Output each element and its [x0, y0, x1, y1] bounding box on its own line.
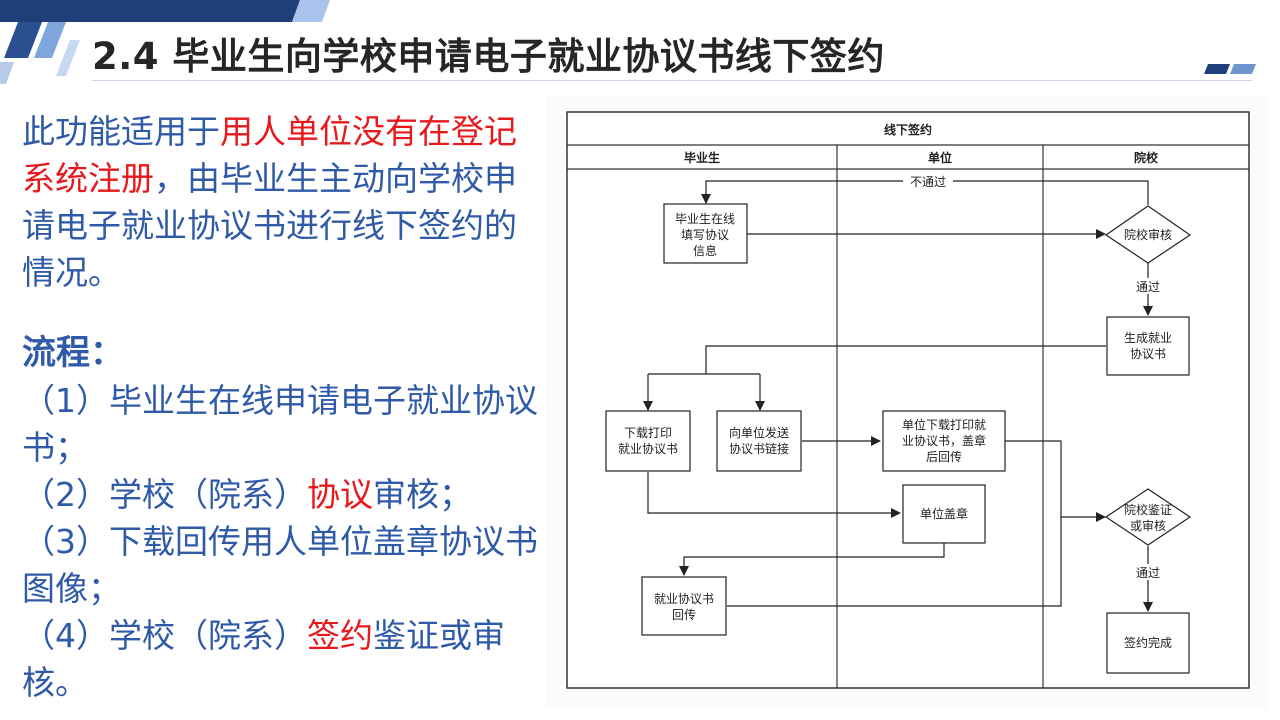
node-download-line2: 就业协议书 [618, 441, 678, 456]
pass2-label-bg [1130, 564, 1166, 580]
node-send-link: 向单位发送 协议书链接 [716, 410, 802, 472]
diagram-title: 线下签约 [884, 122, 932, 137]
step2-text-a: （2）学校（院系） [22, 475, 307, 514]
node-school-verify-line2: 或审核 [1130, 518, 1166, 533]
intro-text-2: ，由毕业生主动向学校申请电子就业协议书进行线下签约的情况。 [22, 159, 517, 292]
deco-bar-light [292, 0, 330, 22]
node-school-verify-line1: 院校鉴证 [1124, 502, 1172, 517]
node-fill-info-line2: 填写协议 [681, 227, 729, 242]
edge-generate-split [705, 345, 1106, 374]
node-generate-line2: 协议书 [1130, 346, 1166, 361]
node-send-link-line2: 协议书链接 [729, 441, 789, 456]
deco-mini-dark [1204, 64, 1230, 74]
intro-paragraph: 此功能适用于用人单位没有在登记系统注册，由毕业生主动向学校申请电子就业协议书进行… [22, 108, 540, 296]
lane-unit: 单位 [928, 150, 952, 165]
edge-download-to-stamp [647, 472, 901, 518]
edge-unit-to-verify [1005, 440, 1106, 522]
label-pass-1: 通过 [1136, 280, 1160, 294]
deco-slash-4 [0, 62, 14, 84]
node-fill-info-line1: 毕业生在线 [675, 212, 735, 226]
node-send-link-line1: 向单位发送 [729, 425, 789, 440]
intro-text-1: 此功能适用于 [22, 112, 220, 151]
intro-highlight: 用人单位没有在登记系统注册 [22, 112, 517, 198]
node-upload: 就业协议书 回传 [641, 576, 727, 636]
node-unit-stamp-label: 单位盖章 [920, 506, 968, 521]
step2-highlight: 协议 [307, 475, 373, 514]
flowchart-panel: 线下签约 毕业生 单位 院校 不通过 通过 通过 毕业生在线 填写协议 信息 院… [546, 96, 1268, 708]
description-panel: 此功能适用于用人单位没有在登记系统注册，由毕业生主动向学校申请电子就业协议书进行… [22, 108, 540, 706]
process-step-4: （4）学校（院系）签约鉴证或审核。 [22, 612, 540, 706]
node-generate: 生成就业 协议书 [1106, 316, 1190, 376]
node-unit-stamp: 单位盖章 [902, 484, 986, 544]
process-step-1: （1）毕业生在线申请电子就业协议书； [22, 381, 538, 467]
process-step-3: （3）下载回传用人单位盖章协议书图像； [22, 522, 538, 608]
node-school-review-label: 院校审核 [1124, 227, 1172, 242]
node-download-print: 下载打印 就业协议书 [605, 410, 691, 472]
pass1-label-bg [1130, 278, 1166, 294]
process-heading: 流程： [22, 333, 124, 373]
fail-label-bg [903, 174, 953, 188]
node-unit-download-line1: 单位下载打印就 [902, 417, 986, 432]
lane-graduate: 毕业生 [684, 150, 720, 165]
step2-text-b: 审核； [373, 475, 472, 514]
lane-school: 院校 [1134, 150, 1159, 165]
right-decoration [1204, 64, 1256, 74]
deco-mini-light [1230, 64, 1256, 74]
deco-slash-3 [56, 40, 80, 76]
node-download-line1: 下载打印 [624, 426, 672, 440]
node-unit-download-line2: 业协议书，盖章 [902, 433, 986, 448]
deco-slash-1 [4, 22, 42, 58]
label-fail: 不通过 [910, 175, 946, 189]
node-upload-line1: 就业协议书 [654, 591, 714, 606]
node-school-verify: 院校鉴证 或审核 [1104, 488, 1192, 546]
edge-upload-to-verify [727, 517, 1062, 607]
swimlane-flowchart: 线下签约 毕业生 单位 院校 不通过 通过 通过 毕业生在线 填写协议 信息 院… [566, 111, 1250, 689]
edge-stamp-to-upload [679, 543, 945, 576]
node-unit-download-line3: 后回传 [926, 449, 962, 464]
node-done: 签约完成 [1106, 612, 1190, 674]
node-done-label: 签约完成 [1124, 635, 1172, 650]
title-underline [92, 80, 1252, 81]
node-school-review: 院校审核 [1104, 205, 1192, 264]
deco-bar-dark [0, 0, 300, 22]
node-generate-line1: 生成就业 [1124, 331, 1172, 345]
step4-text-a: （4）学校（院系） [22, 616, 307, 655]
step4-text-b: 鉴证或审核。 [22, 616, 505, 702]
step4-highlight: 签约 [307, 616, 373, 655]
label-pass-2: 通过 [1136, 566, 1160, 580]
node-upload-line2: 回传 [672, 607, 696, 622]
node-unit-download: 单位下载打印就 业协议书，盖章 后回传 [882, 410, 1006, 472]
process-step-2: （2）学校（院系）协议审核； [22, 471, 540, 518]
node-fill-info: 毕业生在线 填写协议 信息 [663, 203, 748, 264]
corner-decoration [0, 0, 330, 84]
deco-slash-2 [34, 22, 66, 58]
page-title: 2.4 毕业生向学校申请电子就业协议书线下签约 [92, 35, 885, 78]
node-fill-info-line3: 信息 [693, 243, 717, 258]
